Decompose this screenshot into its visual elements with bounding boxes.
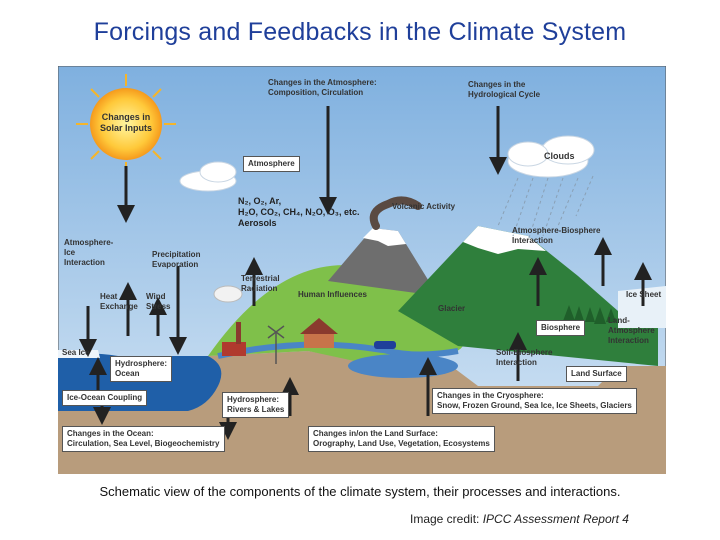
house-illustration	[300, 318, 338, 348]
car-illustration	[374, 341, 396, 349]
diagram-illustration	[58, 66, 666, 474]
precipitation-evaporation-label: Precipitation Evaporation	[152, 250, 201, 269]
climate-system-diagram: Changes in Solar Inputs Changes in the A…	[58, 66, 666, 474]
biosphere-box: Biosphere	[536, 320, 586, 336]
terrestrial-radiation-label: Terrestrial Radiation	[241, 274, 280, 293]
figure-caption: Schematic view of the components of the …	[99, 484, 621, 499]
image-credit: Image credit: IPCC Assessment Report 4	[410, 512, 629, 526]
soil-biosphere-label: Soil-Biosphere Interaction	[496, 348, 553, 367]
atmospheric-gases-label: N₂, O₂, Ar, H₂O, CO₂, CH₄, N₂O, O₃, etc.…	[238, 196, 360, 228]
sea-ice-label: Sea Ice	[62, 348, 90, 357]
hydrosphere-rivers-box: Hydrosphere: Rivers & Lakes	[222, 392, 290, 418]
wind-stress-label: Wind Stress	[146, 292, 171, 311]
atmosphere-box: Atmosphere	[243, 156, 300, 172]
factory-illustration	[222, 322, 246, 356]
volcanic-activity-label: Volcanic Activity	[392, 202, 456, 211]
ice-ocean-coupling-box: Ice-Ocean Coupling	[62, 390, 148, 406]
rain-cloud-illustration	[507, 135, 595, 178]
atmosphere-biosphere-label: Atmosphere-Biosphere Interaction	[512, 226, 601, 245]
atmosphere-ice-label: Atmosphere- Ice Interaction	[64, 238, 114, 267]
cloud-illustration	[179, 161, 237, 192]
credit-prefix: Image credit:	[410, 512, 483, 526]
solar-inputs-label: Changes in Solar Inputs	[99, 112, 152, 133]
mountain-shape	[398, 226, 658, 366]
ocean-changes-box: Changes in the Ocean: Circulation, Sea L…	[62, 426, 225, 452]
hydrosphere-ocean-box: Hydrosphere: Ocean	[110, 356, 173, 382]
page-title: Forcings and Feedbacks in the Climate Sy…	[93, 18, 627, 46]
heat-exchange-label: Heat Exchange	[100, 292, 138, 311]
ice-sheet-label: Ice Sheet	[626, 290, 662, 299]
clouds-label: Clouds	[544, 151, 575, 161]
human-influences-label: Human Influences	[298, 290, 367, 299]
lake-shape	[348, 354, 458, 378]
windmill-illustration	[267, 325, 285, 364]
atmosphere-changes-label: Changes in the Atmosphere: Composition, …	[268, 78, 377, 97]
volcano-shape	[328, 228, 438, 296]
glacier-label: Glacier	[438, 304, 466, 313]
land-surface-box: Land Surface	[566, 366, 627, 382]
land-atmosphere-label: Land- Atmosphere Interaction	[608, 316, 655, 345]
land-changes-box: Changes in/on the Land Surface: Orograph…	[308, 426, 495, 452]
ice-sheet-shape	[618, 286, 666, 328]
hydrological-changes-label: Changes in the Hydrological Cycle	[468, 80, 541, 99]
credit-source: IPCC Assessment Report 4	[482, 512, 629, 526]
river-shape	[217, 341, 459, 359]
cryosphere-changes-box: Changes in the Cryosphere: Snow, Frozen …	[432, 388, 637, 414]
